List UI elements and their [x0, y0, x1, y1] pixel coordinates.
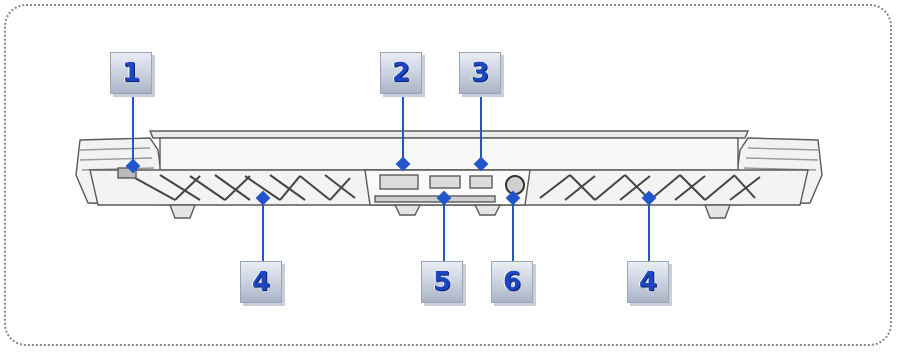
callout-label-4-right: 4 [638, 267, 658, 297]
callout-1: 1 [110, 52, 152, 94]
laptop-chassis [75, 130, 823, 219]
leader-dot-2 [395, 156, 411, 172]
callout-4-right: 4 [627, 261, 669, 303]
leader-dot-1 [125, 158, 141, 174]
callout-6: 6 [491, 261, 533, 303]
leader-dot-6 [505, 190, 521, 206]
callout-label-4-left: 4 [251, 267, 271, 297]
callout-4-left: 4 [240, 261, 282, 303]
callout-label-3: 3 [470, 58, 490, 88]
leader-dot-4a [255, 190, 271, 206]
callout-label-2: 2 [391, 58, 411, 88]
leader-dot-3 [473, 156, 489, 172]
callout-label-1: 1 [121, 58, 141, 88]
leader-dot-5 [436, 190, 452, 206]
callout-label-5: 5 [432, 267, 452, 297]
callout-3: 3 [459, 52, 501, 94]
dotted-frame [4, 4, 892, 346]
callout-2: 2 [380, 52, 422, 94]
leader-lines [125, 92, 657, 262]
callout-label-6: 6 [502, 267, 522, 297]
callout-5: 5 [421, 261, 463, 303]
leader-dot-4b [641, 190, 657, 206]
